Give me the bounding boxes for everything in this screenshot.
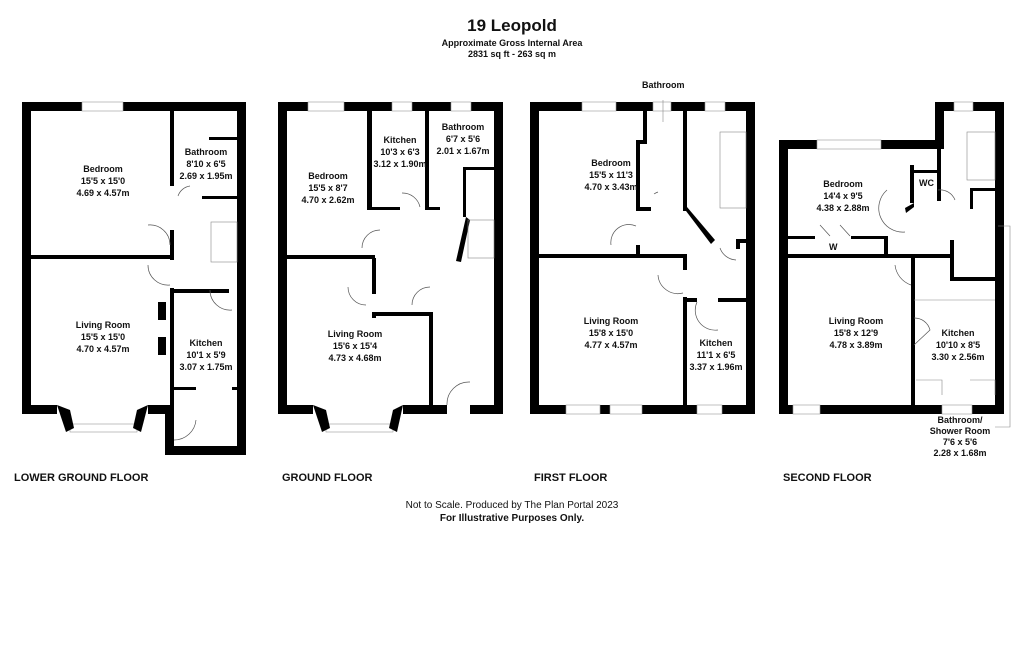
area-value: 2831 sq ft - 263 sq m [467, 49, 557, 59]
floor-name: FIRST FLOOR [534, 472, 608, 484]
area-subtitle: Approximate Gross Internal Area [441, 38, 583, 48]
first-floor-walls [530, 100, 755, 415]
footer-note: Not to Scale. Produced by The Plan Porta… [405, 500, 619, 511]
lower-ground-walls [22, 101, 246, 455]
ground-floor-walls [278, 101, 503, 433]
floor-name: LOWER GROUND FLOOR [14, 472, 149, 484]
wardrobe-label: W [829, 242, 838, 252]
bathroom-label: Bathroom [642, 80, 685, 90]
page-title: 19 Leopold [467, 16, 557, 35]
footer-disclaimer: For Illustrative Purposes Only. [439, 513, 585, 524]
wc-label: WC [919, 178, 934, 188]
floor-name: GROUND FLOOR [282, 472, 373, 484]
floor-name: SECOND FLOOR [783, 472, 872, 484]
second-floor-walls [779, 101, 1011, 428]
